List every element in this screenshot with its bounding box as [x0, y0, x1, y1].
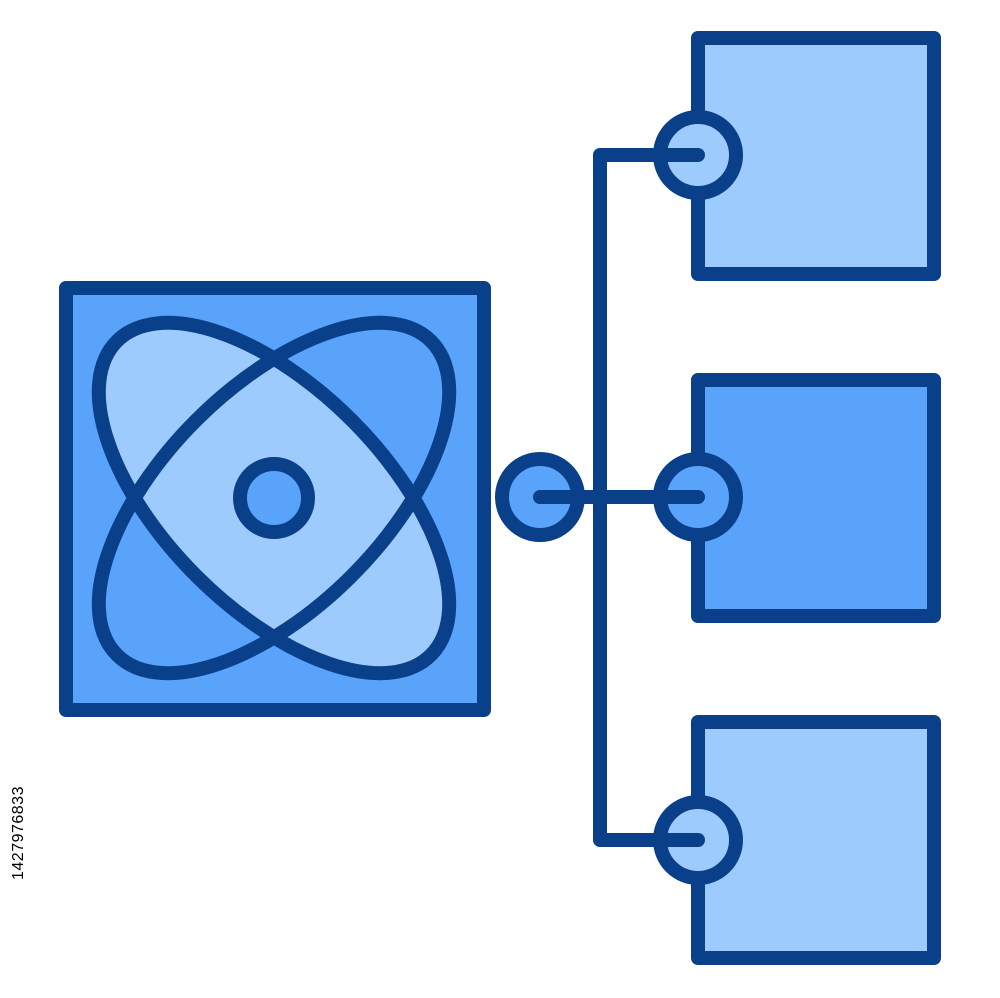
stock-id-label: 1427976833	[10, 786, 27, 880]
atom-icon	[91, 315, 457, 681]
child-box-bottom	[645, 715, 941, 965]
child-node-bottom	[645, 795, 743, 885]
child-box-top	[645, 31, 941, 281]
child-node-middle	[645, 452, 743, 542]
child-node-top	[645, 110, 743, 200]
child-box-middle	[645, 373, 941, 623]
hub-node	[495, 452, 607, 542]
